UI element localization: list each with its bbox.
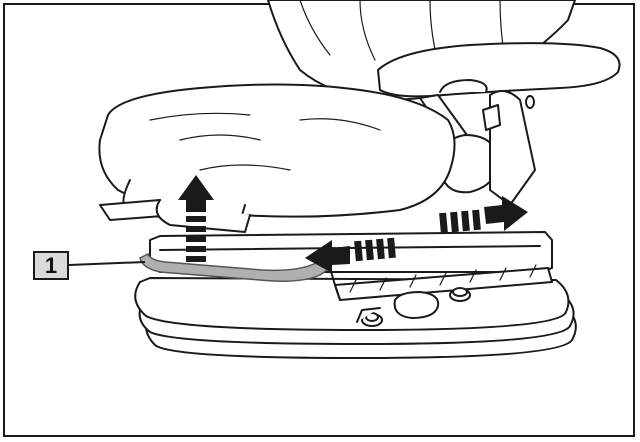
slide-rail xyxy=(329,264,553,301)
fore-aft-lever xyxy=(356,287,471,327)
callout-label: 1 xyxy=(33,251,69,280)
backrest xyxy=(267,0,576,101)
left-arrow xyxy=(305,237,396,273)
up-arrow xyxy=(178,175,214,262)
callout-leader-line xyxy=(68,261,146,266)
right-arrow xyxy=(439,196,528,234)
suspension-bellows xyxy=(134,277,577,359)
